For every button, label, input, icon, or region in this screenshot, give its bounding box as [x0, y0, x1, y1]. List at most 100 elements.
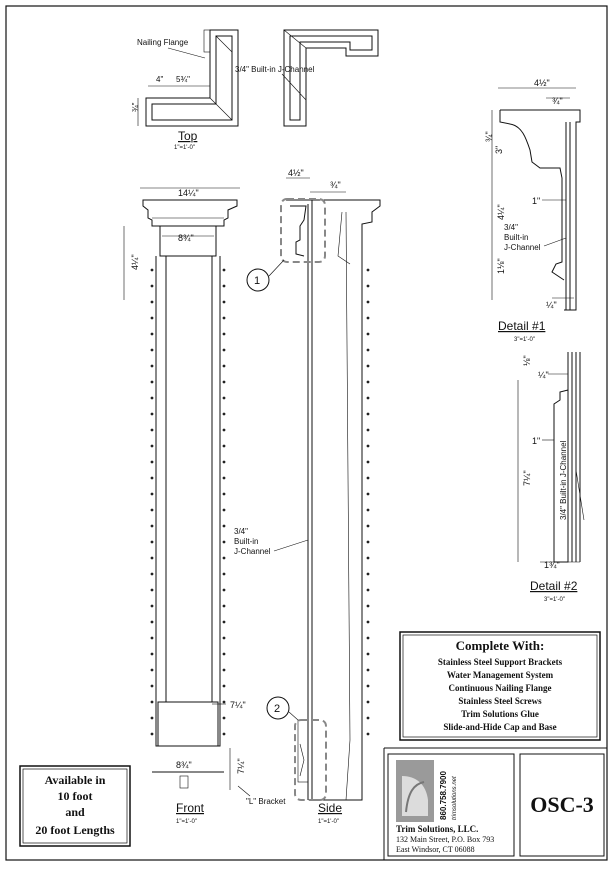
fastener-dot [222, 412, 226, 416]
top-j-channel: 3/4" Built-in J-Channel [235, 65, 315, 74]
d1-dim-1-4: ¼" [546, 300, 557, 310]
fastener-dot [366, 524, 370, 528]
fastener-dot [222, 380, 226, 384]
fastener-dot [150, 588, 154, 592]
fastener-dot [222, 332, 226, 336]
availability-line3: and [65, 805, 85, 819]
fastener-dot [222, 364, 226, 368]
complete-with-heading: Complete With: [456, 638, 545, 653]
fastener-dot [366, 364, 370, 368]
d1-dim-1-1-8: 1⅛" [496, 258, 506, 274]
fastener-dot [366, 652, 370, 656]
fastener-dot [222, 476, 226, 480]
availability-box: Available in 10 foot and 20 foot Lengths [19, 765, 131, 847]
fastener-dot [222, 684, 226, 688]
fastener-dot [366, 300, 370, 304]
fastener-dot [366, 476, 370, 480]
side-view: 4½" ¾" 1 2 3/4" Built-in J-Channel Side … [234, 168, 381, 825]
fastener-dot [150, 668, 154, 672]
fastener-dot [150, 524, 154, 528]
front-dim-top: 14¼" [178, 188, 199, 198]
title-block-address1: 132 Main Street, P.O. Box 793 [396, 835, 494, 844]
callout-1-number: 1 [254, 275, 260, 287]
fastener-dot [222, 428, 226, 432]
front-view: 14¼" 8¾" 4¼" 7¼" 8¾" 7¼" Front 1"=1'-0" … [123, 187, 286, 825]
fastener-dot [366, 620, 370, 624]
front-view-scale: 1"=1'-0" [176, 819, 197, 825]
fastener-dot [150, 332, 154, 336]
d2-dim-1-8: ⅛" [522, 355, 532, 366]
fastener-dots [150, 268, 370, 736]
fastener-dot [150, 540, 154, 544]
complete-with-item-2: Continuous Nailing Flange [448, 683, 551, 693]
title-block-company: Trim Solutions, LLC. [396, 824, 478, 834]
complete-with-item-3: Stainless Steel Screws [458, 696, 542, 706]
detail-2-scale: 3"=1'-0" [544, 597, 565, 603]
fastener-dot [366, 668, 370, 672]
top-dim-3-4: ¾" [131, 102, 140, 112]
d1-dim-3-4-left: ¾" [484, 131, 494, 142]
top-view: Nailing Flange 4" 5¾" ¾" Top 1"=1'-0" 3/… [131, 29, 379, 151]
fastener-dot [150, 684, 154, 688]
fastener-dot [222, 268, 226, 272]
fastener-dot [150, 476, 154, 480]
fastener-dot [366, 604, 370, 608]
side-j-channel-line3: J-Channel [234, 547, 271, 556]
fastener-dot [222, 668, 226, 672]
fastener-dot [222, 716, 226, 720]
fastener-dot [222, 604, 226, 608]
title-block-phone: 860.758.7900 [439, 771, 448, 820]
side-dim-3-4: ¾" [330, 180, 341, 190]
fastener-dot [366, 572, 370, 576]
fastener-dot [222, 540, 226, 544]
fastener-dot [150, 396, 154, 400]
fastener-dot [366, 268, 370, 272]
front-dim-base: 8¾" [176, 760, 192, 770]
fastener-dot [222, 636, 226, 640]
title-block: 860.758.7900 trimsolutions.net Trim Solu… [387, 753, 605, 857]
fastener-dot [222, 572, 226, 576]
fastener-dot [222, 300, 226, 304]
front-dim-cap: 8¾" [178, 233, 194, 243]
d1-dim-3-4-top: ¾" [552, 96, 563, 106]
fastener-dot [366, 540, 370, 544]
fastener-dot [366, 412, 370, 416]
sheet-border [5, 5, 608, 861]
callout-1-box [280, 198, 326, 263]
fastener-dot [150, 620, 154, 624]
side-j-channel-line2: Built-in [234, 537, 258, 546]
fastener-dot [222, 316, 226, 320]
d2-dim-7-1-4: 7¼" [522, 470, 532, 486]
d1-dim-1: 1" [532, 196, 540, 206]
side-view-title: Side [318, 801, 342, 815]
fastener-dot [150, 300, 154, 304]
fastener-dot [150, 716, 154, 720]
complete-with-item-0: Stainless Steel Support Brackets [438, 657, 563, 667]
fastener-dot [366, 636, 370, 640]
fastener-dot [366, 396, 370, 400]
fastener-dot [222, 732, 226, 736]
detail-1-title: Detail #1 [498, 319, 546, 333]
fastener-dot [366, 380, 370, 384]
callout-2-box [294, 719, 327, 801]
complete-with-item-5: Slide-and-Hide Cap and Base [443, 722, 556, 732]
fastener-dot [222, 652, 226, 656]
fastener-dot [222, 524, 226, 528]
side-j-channel-line1: 3/4" [234, 527, 248, 536]
fastener-dot [366, 684, 370, 688]
detail-1-scale: 3"=1'-0" [514, 337, 535, 343]
drawing-number: OSC-3 [530, 792, 594, 817]
d1-dim-4-1-4: 4¼" [496, 204, 506, 220]
title-block-address2: East Windsor, CT 06088 [396, 845, 475, 854]
callout-2-number: 2 [274, 703, 280, 715]
complete-with-box: Complete With: Stainless Steel Support B… [399, 631, 601, 741]
fastener-dot [222, 620, 226, 624]
fastener-dot [366, 460, 370, 464]
fastener-dot [366, 332, 370, 336]
front-dim-base-height: 7¼" [236, 758, 246, 774]
front-view-title: Front [176, 801, 205, 815]
d1-j-channel-line3: J-Channel [504, 243, 541, 252]
fastener-dot [150, 460, 154, 464]
fastener-dot [366, 428, 370, 432]
